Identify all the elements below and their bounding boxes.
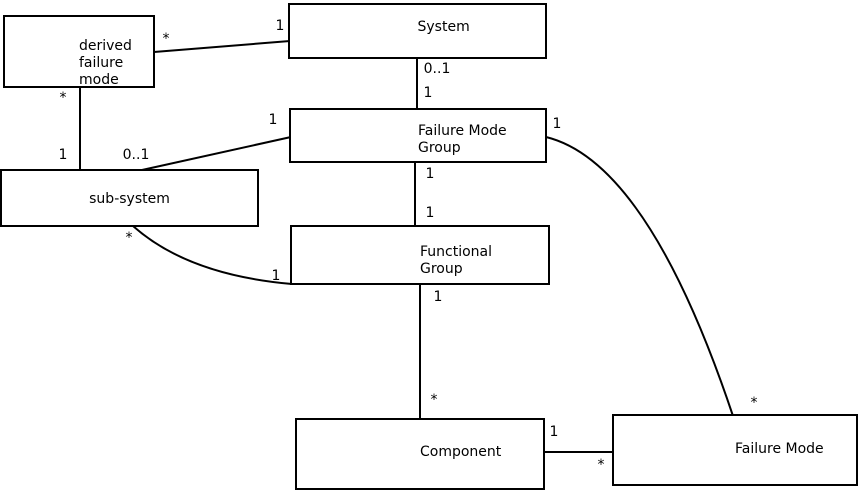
- association-sub-system-failure-mode-group: [141, 136, 292, 171]
- association-derived-failure-mode-system: [153, 40, 291, 53]
- multiplicity-label: 0..1: [423, 61, 451, 77]
- class-box-component: Component: [295, 418, 545, 490]
- multiplicity-label: *: [59, 90, 67, 106]
- class-box-label-sub-system: sub-system: [89, 191, 170, 207]
- multiplicity-label: *: [125, 230, 133, 246]
- class-box-failure-mode-group: Failure Mode Group: [289, 108, 547, 163]
- multiplicity-label: 1: [552, 116, 562, 132]
- multiplicity-label: 0..1: [122, 147, 150, 163]
- class-box-failure-mode: Failure Mode: [612, 414, 858, 486]
- multiplicity-label: *: [597, 457, 605, 473]
- multiplicity-label: 1: [423, 85, 433, 101]
- class-box-label-failure-mode-group: Failure Mode Group: [418, 123, 507, 156]
- class-box-sub-system: sub-system: [0, 169, 259, 227]
- multiplicity-label: 1: [271, 268, 281, 284]
- class-box-label-system: System: [417, 19, 470, 35]
- multiplicity-label: 1: [275, 18, 285, 34]
- association-sub-system-functional-group: [132, 225, 293, 285]
- multiplicity-label: *: [430, 392, 438, 408]
- multiplicity-label: *: [750, 395, 758, 411]
- class-box-label-failure-mode: Failure Mode: [735, 441, 824, 457]
- class-box-label-functional-group: Functional Group: [420, 244, 493, 277]
- association-failure-mode-group-failure-mode: [545, 136, 734, 417]
- multiplicity-label: 1: [58, 147, 68, 163]
- multiplicity-label: 1: [425, 166, 435, 182]
- class-box-derived-failure-mode: derived failure mode: [3, 15, 155, 88]
- class-box-label-component: Component: [420, 444, 502, 460]
- class-box-functional-group: Functional Group: [290, 225, 550, 285]
- multiplicity-label: 1: [549, 424, 559, 440]
- multiplicity-label: 1: [425, 205, 435, 221]
- multiplicity-label: 1: [433, 289, 443, 305]
- multiplicity-label: *: [162, 31, 170, 47]
- class-box-label-derived-failure-mode: derived failure mode: [79, 38, 132, 88]
- multiplicity-label: 1: [268, 112, 278, 128]
- class-box-system: System: [288, 3, 547, 59]
